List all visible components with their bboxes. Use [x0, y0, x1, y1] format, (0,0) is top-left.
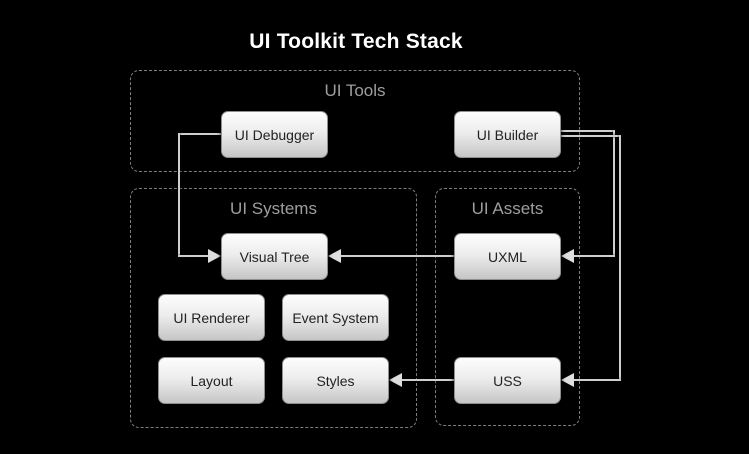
edge-builder-uss-seg1: [561, 135, 621, 137]
edge-debugger-visualtree-seg1: [178, 133, 221, 135]
node-visual-tree: Visual Tree: [221, 233, 328, 280]
group-ui-assets-label: UI Assets: [471, 199, 544, 218]
node-ui-debugger: UI Debugger: [221, 111, 328, 158]
node-uxml: UXML: [454, 233, 561, 280]
group-ui-systems-label: UI Systems: [230, 199, 317, 218]
node-styles: Styles: [282, 357, 389, 404]
edge-builder-uxml-seg3: [574, 255, 615, 257]
edge-uxml-visualtree-arrowhead: [328, 249, 341, 263]
edge-uss-styles-arrowhead: [389, 373, 402, 387]
edge-debugger-visualtree-arrowhead: [208, 249, 221, 263]
group-ui-tools-label: UI Tools: [324, 81, 386, 100]
edge-uxml-visualtree-seg1: [341, 255, 454, 257]
node-uss: USS: [454, 357, 561, 404]
edge-builder-uss-seg3: [574, 379, 621, 381]
edge-builder-uss-seg2: [619, 135, 621, 381]
group-ui-assets: UI Assets: [435, 188, 580, 426]
edge-builder-uss-arrowhead: [561, 373, 574, 387]
diagram-title: UI Toolkit Tech Stack: [249, 30, 463, 53]
edge-builder-uxml-seg2: [613, 130, 615, 257]
node-ui-renderer: UI Renderer: [158, 294, 265, 341]
edge-builder-uxml-arrowhead: [561, 249, 574, 263]
edge-uss-styles-seg1: [402, 379, 454, 381]
edge-debugger-visualtree-seg3: [178, 255, 210, 257]
node-event-system: Event System: [282, 294, 389, 341]
node-layout: Layout: [158, 357, 265, 404]
group-ui-systems: UI Systems: [130, 188, 417, 428]
group-ui-tools: UI Tools: [130, 70, 580, 172]
node-ui-builder: UI Builder: [454, 111, 561, 158]
edge-debugger-visualtree-seg2: [178, 133, 180, 257]
edge-builder-uxml-seg1: [561, 130, 615, 132]
